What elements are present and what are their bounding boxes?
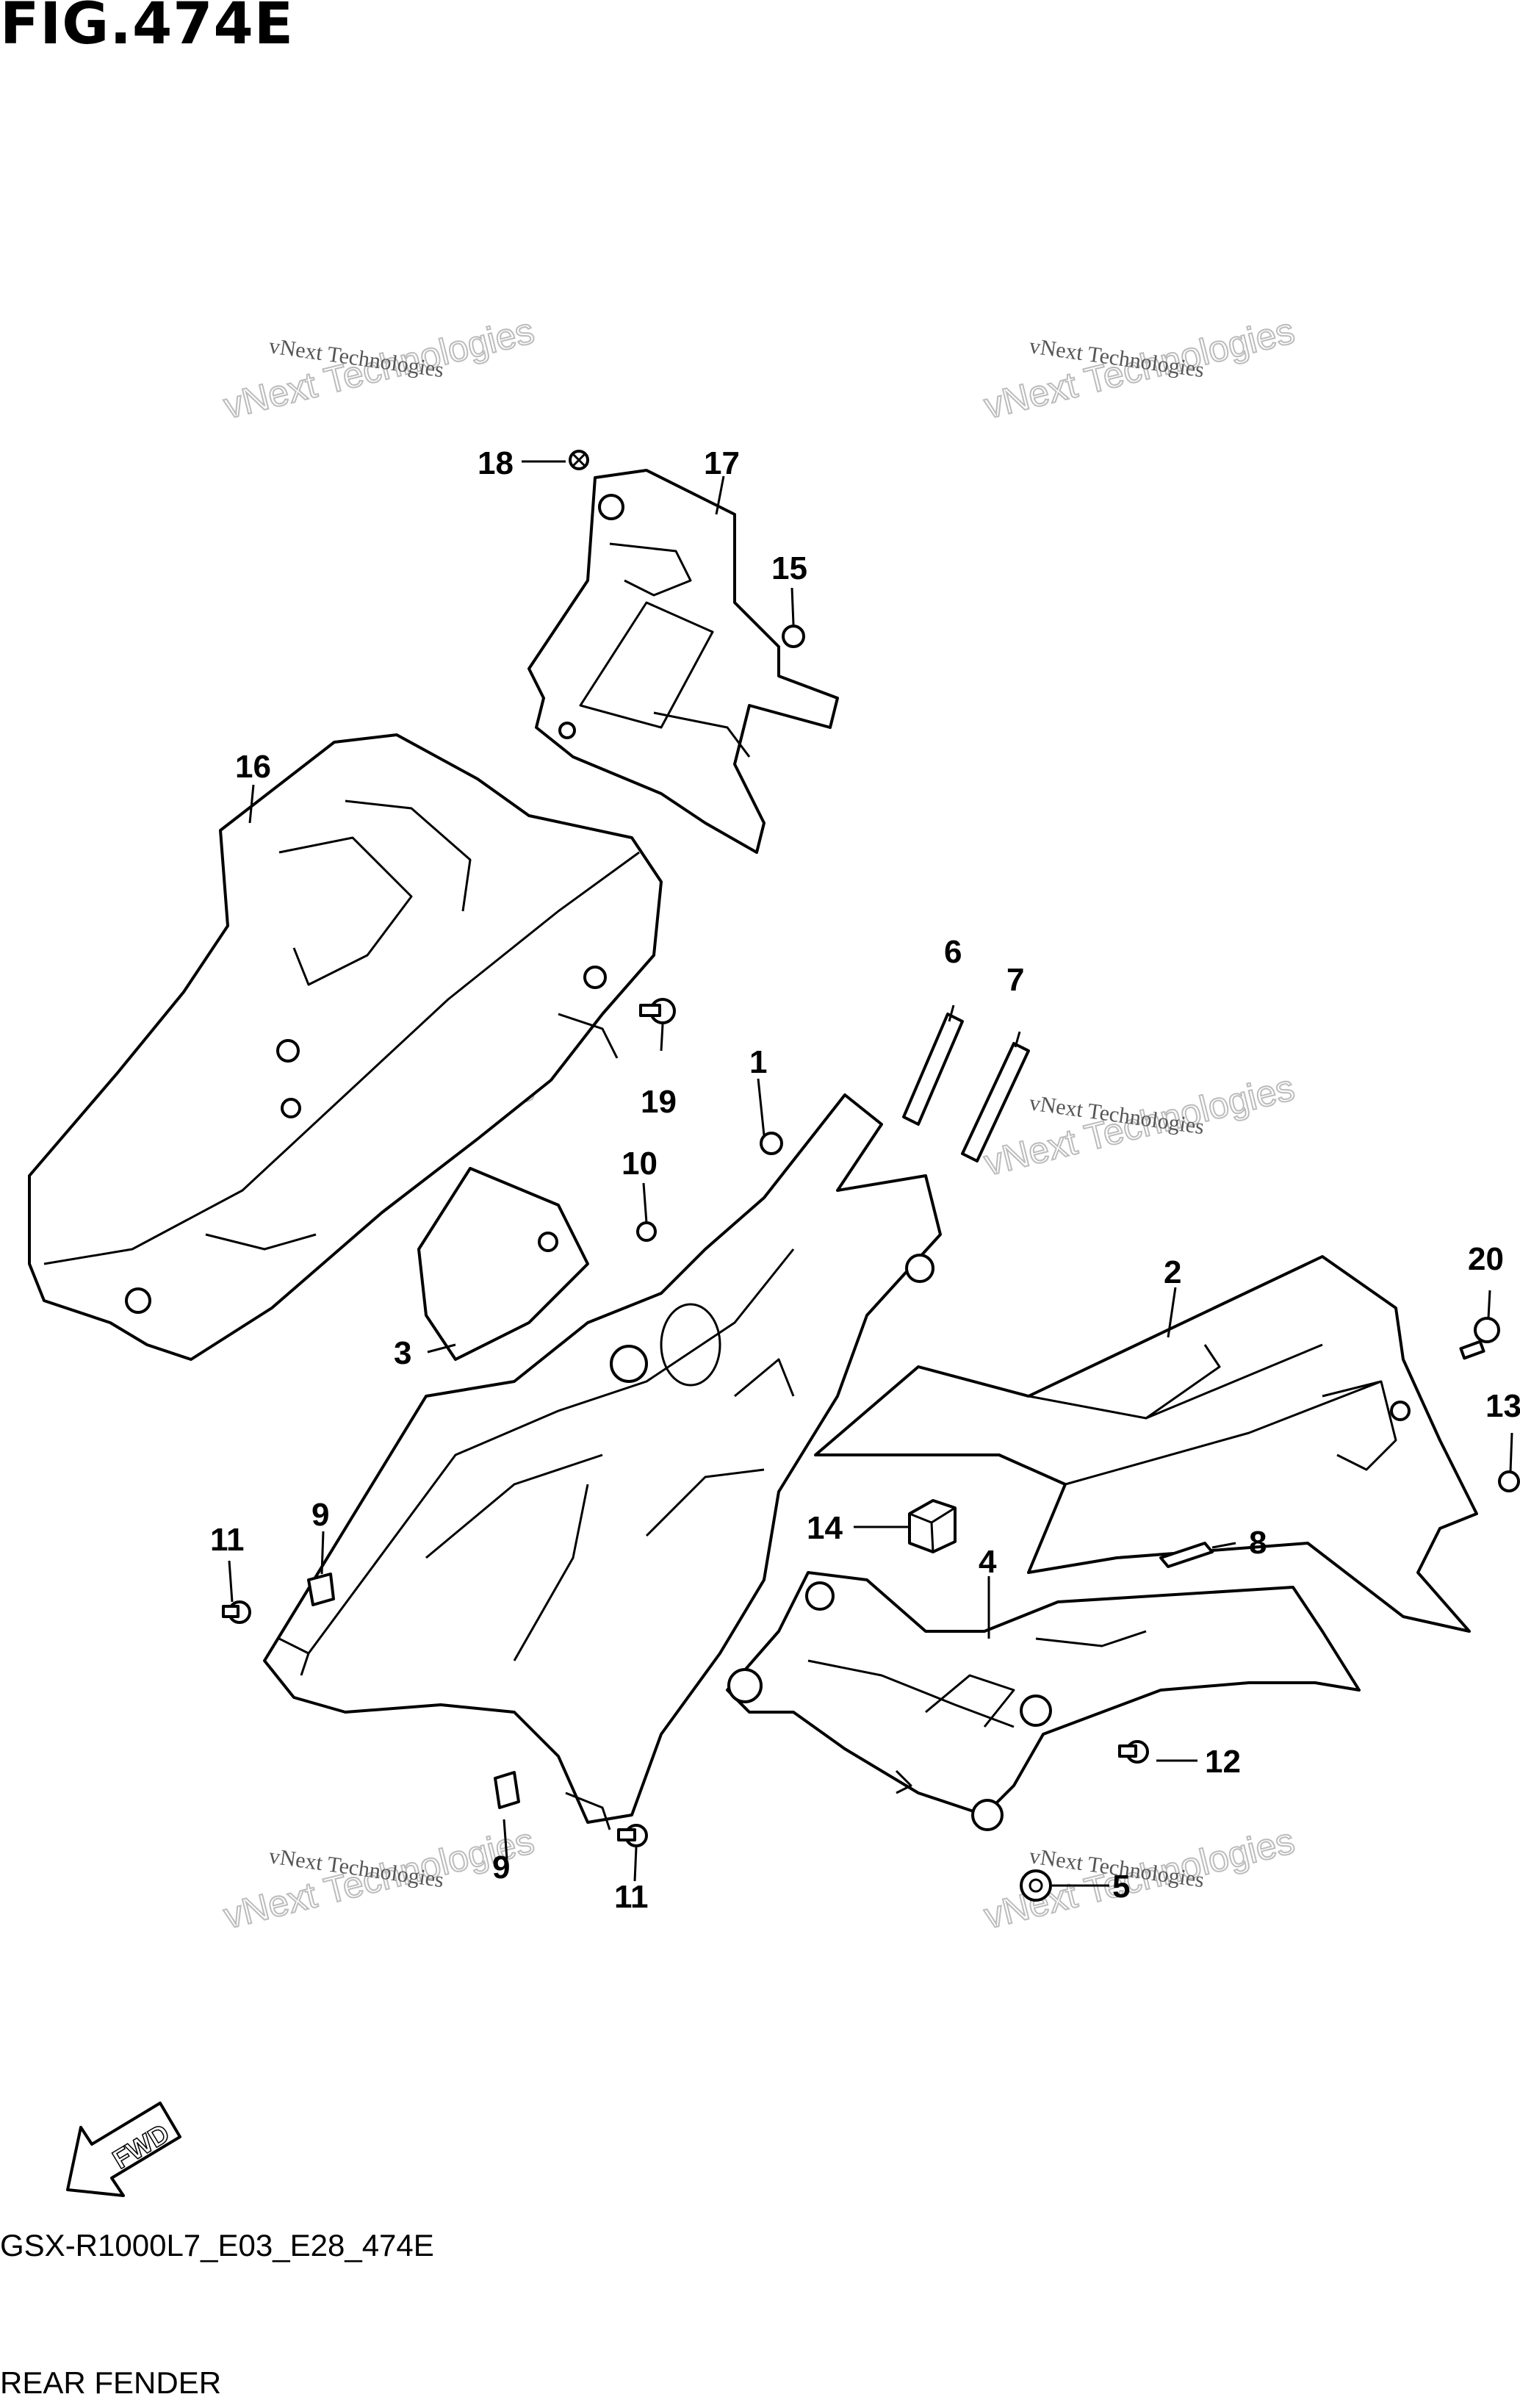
callout-8[interactable]: 8 [1249,1525,1267,1561]
part-15-grommet[interactable] [782,625,805,648]
part-8-pad[interactable] [1159,1542,1214,1568]
callout-19[interactable]: 19 [641,1084,677,1120]
part-11a-bolt[interactable] [222,1600,251,1624]
callout-20[interactable]: 20 [1468,1241,1504,1277]
callout-18[interactable]: 18 [478,445,514,481]
watermark-mid-right: vNext Technologies vNext Technologies [979,1066,1299,1185]
callout-9b[interactable]: 9 [492,1850,510,1886]
part-19-bolt[interactable] [639,998,676,1024]
part-7-pad[interactable] [961,1042,1030,1162]
callout-17[interactable]: 17 [704,445,740,481]
part-1-rear-fender[interactable] [263,1093,942,1830]
callout-9a[interactable]: 9 [311,1497,329,1533]
section-name: REAR FENDER [0,2365,222,2400]
callout-3[interactable]: 3 [394,1335,411,1371]
part-10-screw[interactable] [636,1221,657,1242]
callout-labels: 18 17 15 16 6 7 1 19 10 2 3 20 13 14 8 4… [210,445,1520,1915]
callout-16[interactable]: 16 [235,749,271,785]
part-2-tail-fender[interactable] [814,1255,1478,1633]
part-9a-clip[interactable] [307,1573,335,1606]
part-17-bracket[interactable] [527,469,839,854]
callout-11b[interactable]: 11 [614,1879,649,1915]
part-20-bolt[interactable] [1459,1317,1500,1360]
leader-lines [228,460,1513,1887]
callout-5[interactable]: 5 [1112,1869,1130,1905]
callout-11a[interactable]: 11 [210,1522,245,1558]
callout-6[interactable]: 6 [944,934,962,970]
callout-7[interactable]: 7 [1006,962,1024,998]
part-13-washer[interactable] [1498,1470,1520,1492]
callout-13[interactable]: 13 [1485,1388,1520,1424]
callout-4[interactable]: 4 [979,1544,997,1580]
part-18-screw[interactable] [569,450,589,470]
model-code: GSX-R1000L7_E03_E28_474E [0,2228,434,2263]
callout-14[interactable]: 14 [807,1510,843,1546]
figure-title: FIG.474E [0,0,295,57]
part-3-rear-shield[interactable] [417,1167,589,1361]
callout-15[interactable]: 15 [771,550,807,586]
part-5-nut[interactable] [1020,1869,1052,1902]
callout-1[interactable]: 1 [749,1044,767,1080]
part-6-pad[interactable] [902,1013,964,1126]
callout-2[interactable]: 2 [1164,1254,1181,1290]
part-9b-clip[interactable] [494,1771,520,1809]
fwd-arrow: FWD [66,2102,181,2197]
part-16-fender-cover[interactable] [28,733,663,1361]
part-14-cushion[interactable] [908,1499,957,1553]
callout-10[interactable]: 10 [622,1146,658,1182]
watermark-top-right: vNext Technologies vNext Technologies [979,309,1299,428]
part-12-bolt[interactable] [1118,1740,1149,1764]
watermark-top-left: vNext Technologies vNext Technologies [219,309,539,428]
callout-12[interactable]: 12 [1205,1744,1241,1780]
watermark-bottom-left: vNext Technologies vNext Technologies [219,1819,539,1938]
part-4-lower-bracket[interactable] [726,1571,1361,1831]
part-11b-bolt[interactable] [617,1824,648,1847]
